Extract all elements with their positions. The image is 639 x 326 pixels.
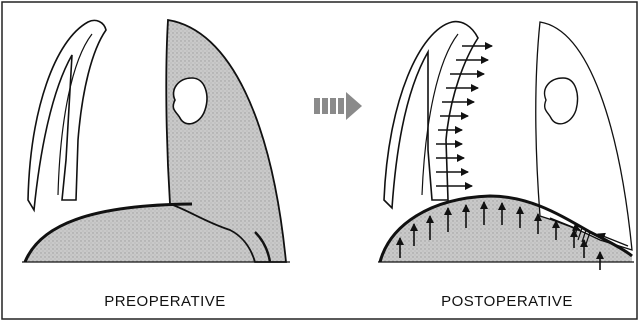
transition-arrow [314,92,362,120]
post-left-crescent [384,22,478,208]
postoperative-panel [378,22,634,270]
preoperative-caption: PREOPERATIVE [70,293,260,310]
pre-left-crescent [28,20,106,210]
postoperative-caption: POSTOPERATIVE [412,293,602,310]
post-right-lung [536,22,632,250]
preoperative-panel [22,20,290,262]
